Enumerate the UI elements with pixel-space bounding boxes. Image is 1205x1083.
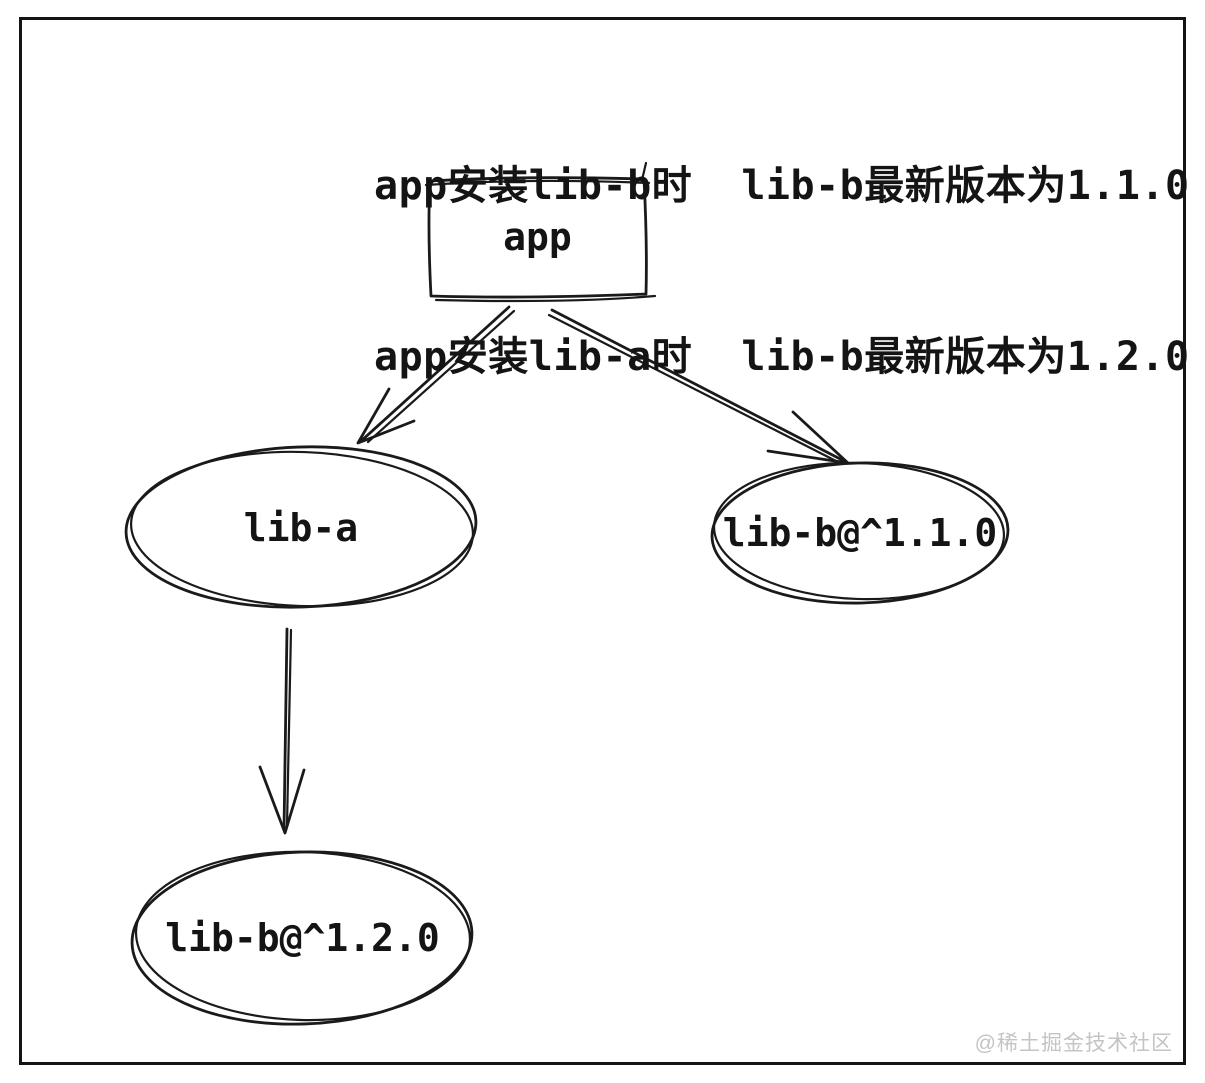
ellipse-overdraw	[712, 461, 1006, 601]
arrow-shaft	[282, 627, 289, 832]
node-app: app	[503, 215, 572, 259]
ellipse-overdraw	[129, 450, 475, 608]
annotation-line-1: app安装lib-b时 lib-b最新版本为1.1.0	[374, 163, 1190, 209]
lib-a-node-outline	[124, 445, 478, 609]
arrow-shaft-overdraw	[285, 628, 293, 828]
app-node-outline	[424, 161, 657, 303]
annotation-text: app安装lib-b时 lib-b最新版本为1.1.0 app安装lib-a时 …	[374, 44, 1190, 500]
arrow-shaft	[358, 305, 511, 444]
arrow-head	[258, 765, 306, 835]
edge-lib-a-to-lib-b-120	[258, 627, 306, 835]
rectangle-stroke	[427, 176, 648, 299]
edge-app-to-lib-a	[356, 305, 516, 445]
arrow-shaft-overdraw	[547, 313, 842, 465]
watermark-text: @稀土掘金技术社区	[974, 1032, 1173, 1055]
node-lib-b-110: lib-b@^1.1.0	[722, 511, 998, 555]
lib-b-120-node-outline	[130, 850, 474, 1026]
node-lib-b-120: lib-b@^1.2.0	[165, 916, 440, 960]
ellipse-overdraw	[134, 850, 472, 1022]
rectangle-overdraw-top	[424, 179, 651, 187]
rectangle-corner-tick	[640, 161, 648, 182]
node-lib-a: lib-a	[243, 505, 359, 550]
lib-b-110-node-outline	[710, 461, 1010, 605]
annotation-line-2: app安装lib-a时 lib-b最新版本为1.2.0	[374, 334, 1190, 380]
diagram-border	[19, 17, 1186, 1065]
rectangle-overdraw-bottom	[434, 294, 657, 303]
arrow-head	[356, 387, 416, 445]
arrow-shaft-overdraw	[366, 309, 516, 444]
arrow-shaft	[550, 308, 848, 464]
